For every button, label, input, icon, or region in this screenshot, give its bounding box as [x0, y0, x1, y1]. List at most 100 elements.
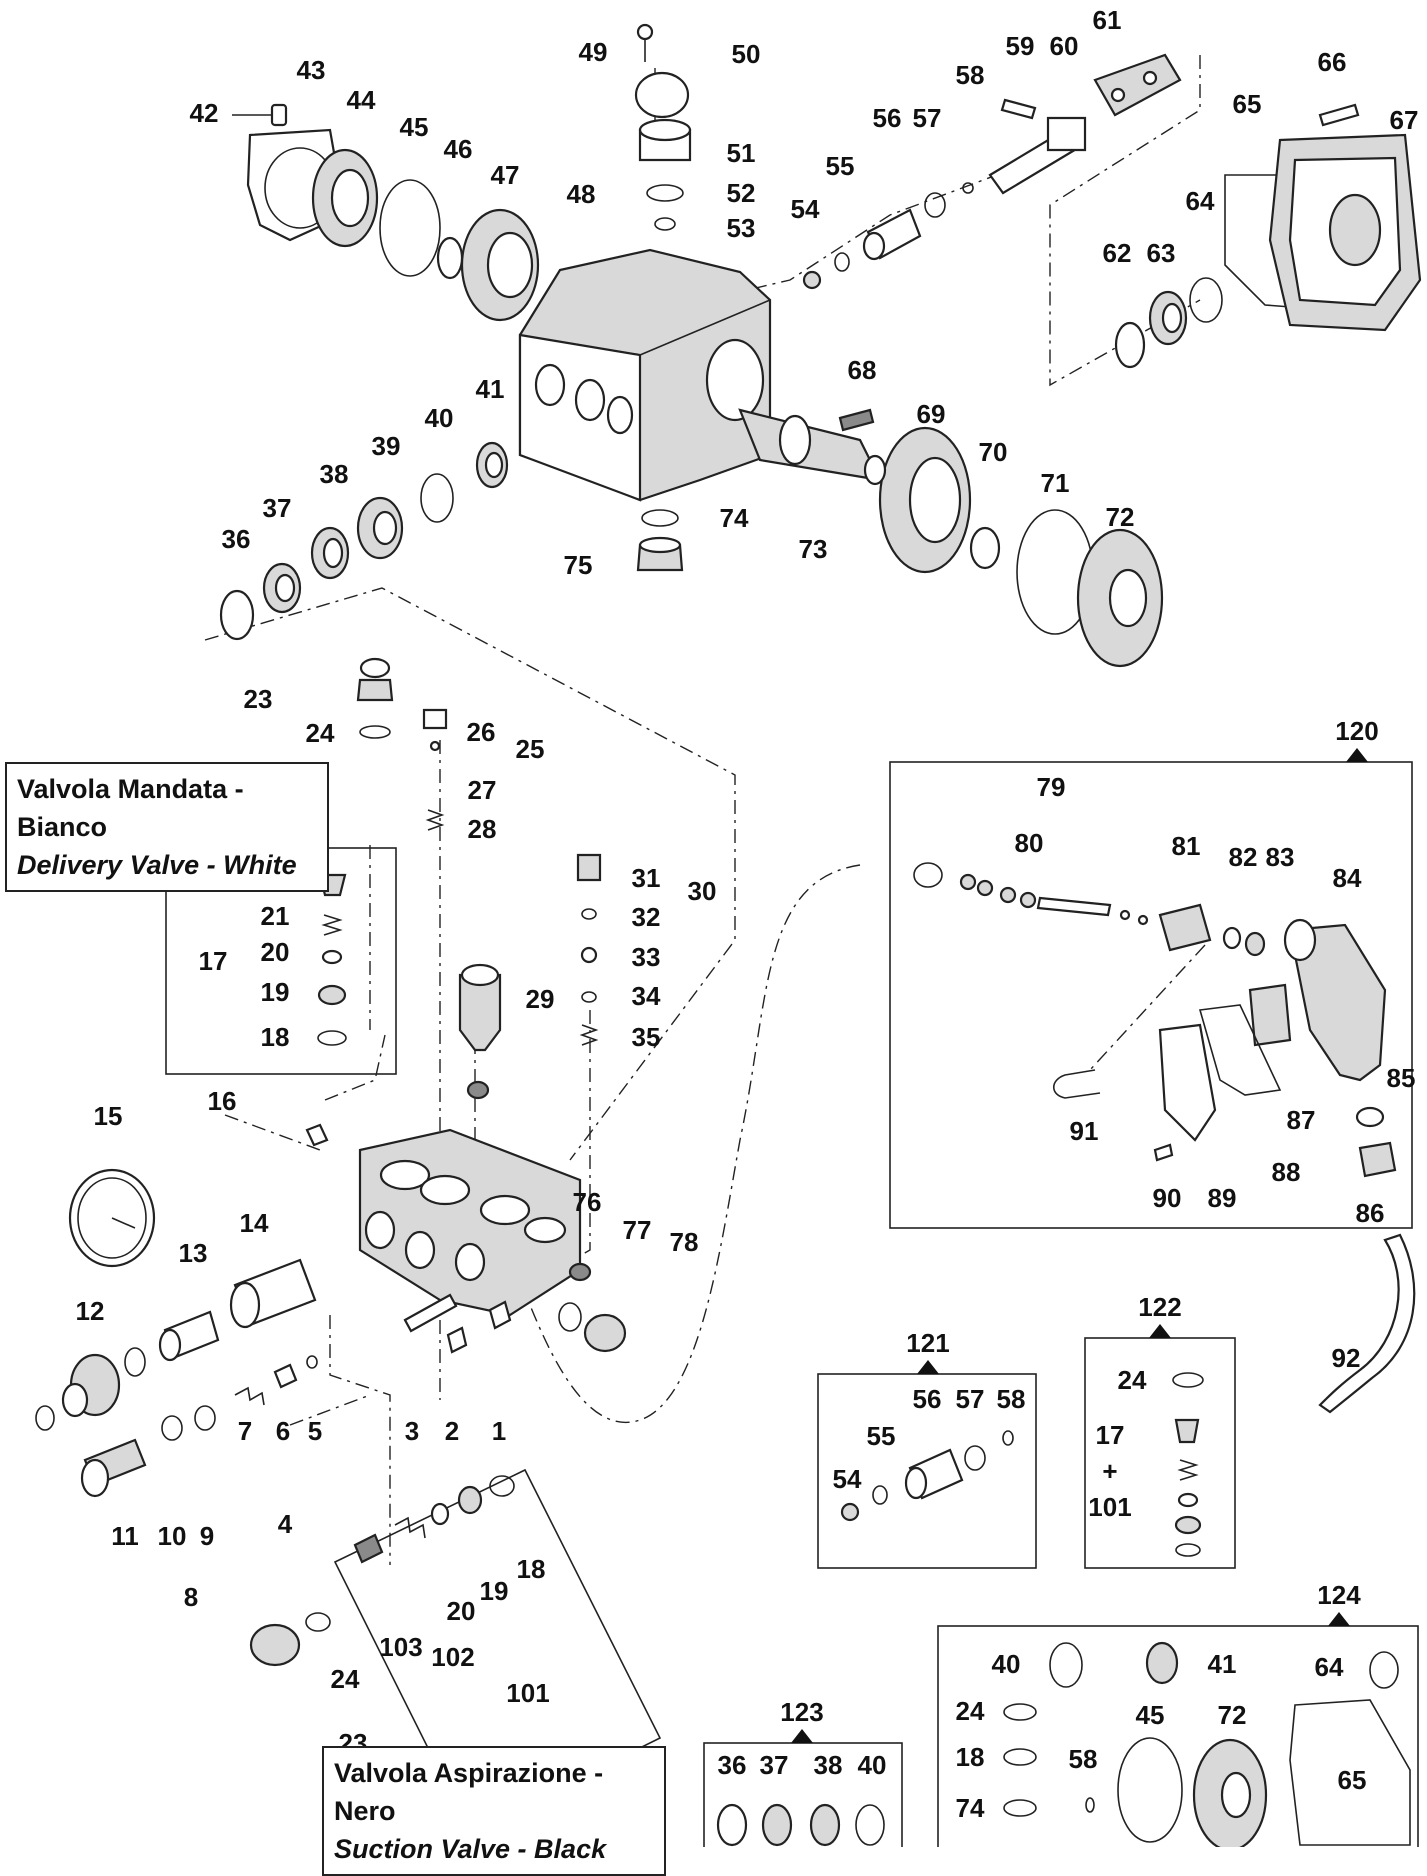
part-70-circlip	[969, 526, 1001, 570]
part-9-o-ring	[194, 1405, 216, 1431]
part-58-ring	[962, 182, 974, 194]
kit124-part-74	[1003, 1799, 1037, 1817]
kit123-label-37: 37	[760, 1750, 789, 1780]
part-6-valve	[273, 1363, 298, 1389]
part-label-4: 4	[278, 1509, 293, 1539]
delivery-legend-italian: Valvola Mandata - Bianco	[17, 774, 244, 842]
part-label-87: 87	[1287, 1105, 1316, 1135]
kit123-part-36	[716, 1803, 748, 1847]
part-label-42: 42	[190, 98, 219, 128]
part-label-19: 19	[261, 977, 290, 1007]
part-27-ball	[429, 740, 441, 752]
kit124-part-72	[1192, 1738, 1268, 1847]
part-41-seal	[475, 441, 509, 489]
part-12-o-ring	[124, 1347, 146, 1377]
part-72-seal	[1076, 528, 1164, 668]
part-label-57: 57	[913, 103, 942, 133]
part-28-spring	[425, 809, 445, 831]
kit123-part-40	[855, 1804, 885, 1846]
part-label-17: 17	[199, 946, 228, 976]
kit123-label-38: 38	[814, 1750, 843, 1780]
part-77-o-ring	[558, 1302, 582, 1332]
delivery-valve-legend: Valvola Mandata - Bianco Delivery Valve …	[5, 762, 329, 892]
part-19-valve-seat	[317, 984, 347, 1006]
kit-label-123: 123	[780, 1697, 823, 1727]
part-5-ring	[306, 1355, 318, 1369]
kit124-part-41	[1145, 1641, 1179, 1685]
part-label-41: 41	[476, 374, 505, 404]
part-45-o-ring	[379, 179, 441, 277]
part-label-55: 55	[826, 151, 855, 181]
part-label-54: 54	[791, 194, 820, 224]
part-33-ball	[580, 946, 598, 964]
part-label-34: 34	[632, 981, 661, 1011]
part-46-circlip	[436, 236, 464, 280]
part-57-washer	[924, 192, 946, 218]
kit-box-122	[1084, 1324, 1236, 1569]
part-manifold-head	[358, 1128, 582, 1317]
part-label-81: 81	[1172, 831, 1201, 861]
part-88-gasket	[1198, 1004, 1282, 1096]
part-29-unloader-valve	[458, 963, 502, 1100]
part-20-plate	[321, 949, 343, 965]
suction-legend-italian: Valvola Aspirazione - Nero	[334, 1758, 604, 1826]
part-24-suction-o-ring	[305, 1612, 331, 1632]
part-59-pin	[1000, 98, 1037, 120]
kit124-part-40	[1049, 1642, 1083, 1688]
part-103-valve-cage	[353, 1533, 384, 1564]
kit121-label-58: 58	[997, 1384, 1026, 1414]
kit-label-122: 122	[1138, 1292, 1181, 1322]
part-38-ring	[310, 526, 350, 580]
part-label-31: 31	[632, 863, 661, 893]
part-92-hose	[1318, 1233, 1416, 1414]
part-18-o-ring	[317, 1030, 347, 1046]
part-86-nut	[1358, 1141, 1397, 1178]
part-label-89: 89	[1208, 1183, 1237, 1213]
part-label-18: 18	[261, 1022, 290, 1052]
part-42-screw	[232, 103, 288, 127]
part-label-79: 79	[1037, 772, 1066, 802]
kit121-part-56	[904, 1448, 964, 1500]
suction-valve-legend: Valvola Aspirazione - Nero Suction Valve…	[322, 1746, 666, 1876]
part-label-25: 25	[516, 734, 545, 764]
part-label-7: 7	[238, 1416, 252, 1446]
part-label-68: 68	[848, 355, 877, 385]
kit124-part-18	[1003, 1748, 1037, 1766]
part-1-screw	[488, 1300, 512, 1330]
kit121-label-57: 57	[956, 1384, 985, 1414]
part-44-seal-housing	[311, 148, 379, 248]
part-7-spring	[234, 1386, 265, 1406]
kit124-label-40: 40	[992, 1649, 1021, 1679]
part-26-fitting	[422, 708, 448, 730]
part-label-91: 91	[1070, 1116, 1099, 1146]
part-62-lock-washer	[1114, 321, 1146, 369]
part-35-spring	[579, 1024, 599, 1046]
kit122-label-17: 17	[1096, 1420, 1125, 1450]
part-102-spring	[394, 1516, 426, 1539]
part-label-63: 63	[1147, 238, 1176, 268]
part-80-o-ring	[913, 862, 943, 888]
kit124-label-41: 41	[1208, 1649, 1237, 1679]
part-label-73: 73	[799, 534, 828, 564]
part-label-90: 90	[1153, 1183, 1182, 1213]
part-78-plug	[583, 1313, 627, 1353]
part-82-ring	[1222, 926, 1242, 950]
part-73-crankshaft	[738, 408, 887, 486]
part-label-20: 20	[261, 937, 290, 967]
part-18-suction-o-ring	[489, 1475, 515, 1497]
part-label-92: 92	[1332, 1343, 1361, 1373]
part-20-suction-plate	[430, 1502, 450, 1526]
part-69-bearing	[878, 426, 972, 574]
part-32-washer	[581, 908, 597, 920]
part-label-44: 44	[347, 85, 376, 115]
part-11-fitting	[80, 1438, 147, 1498]
part-label-64: 64	[1186, 186, 1215, 216]
kit-label-121: 121	[906, 1328, 949, 1358]
part-15-pressure-gauge	[68, 1168, 156, 1268]
part-label-88: 88	[1272, 1157, 1301, 1187]
kit-label-120: 120	[1335, 716, 1378, 746]
kit-box-120	[889, 748, 1413, 1229]
kit-box-123	[703, 1729, 903, 1847]
part-label-84: 84	[1333, 863, 1362, 893]
